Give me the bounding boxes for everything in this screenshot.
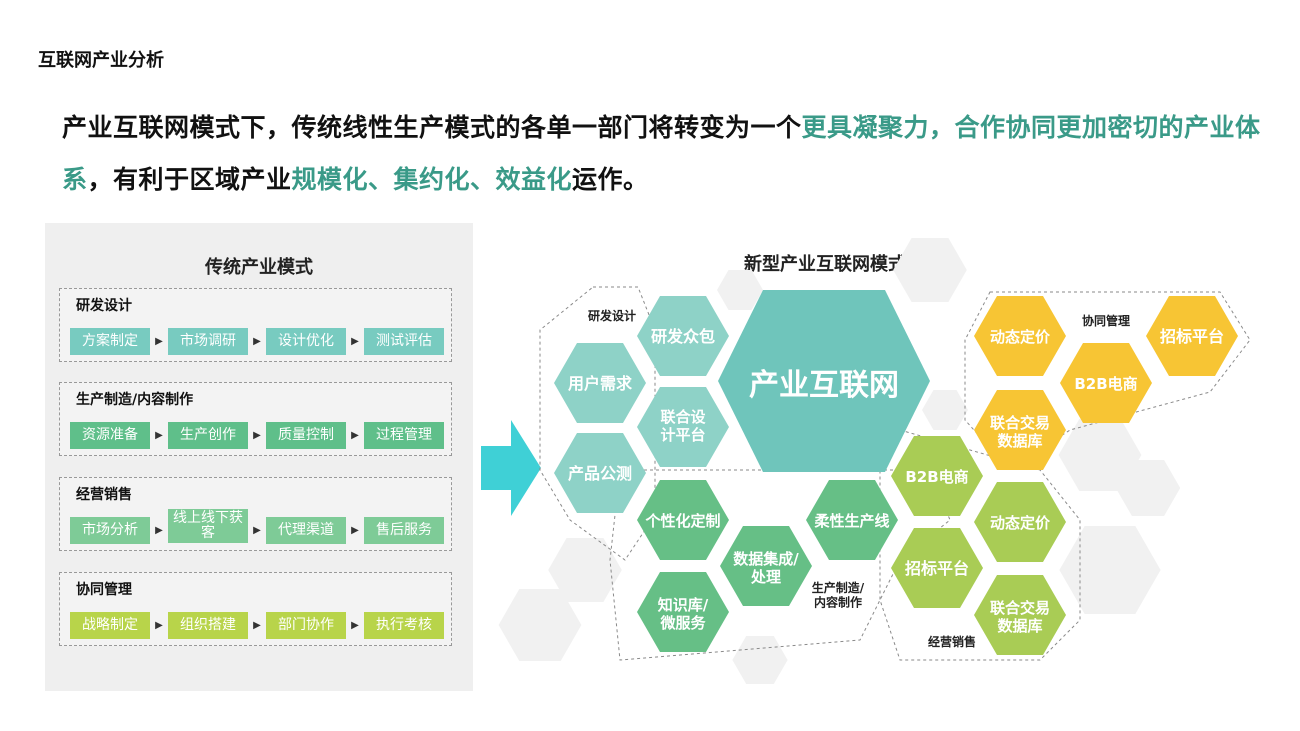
bg-hex bbox=[893, 238, 967, 302]
group-label: 经营销售 bbox=[76, 487, 132, 503]
step-flow: 战略制定 ▶ 组织搭建 ▶ 部门协作 ▶ 执行考核 bbox=[70, 612, 444, 639]
bg-hex bbox=[732, 636, 788, 684]
group-sales: 经营销售 市场分析 ▶ 线上线下获客 ▶ 代理渠道 ▶ 售后服务 bbox=[59, 477, 452, 551]
arrow-right-icon: ▶ bbox=[155, 430, 163, 441]
step-box: 测试评估 bbox=[364, 328, 444, 355]
hex-label: 动态定价 bbox=[990, 328, 1051, 346]
hex-shape bbox=[718, 290, 930, 472]
step-box: 战略制定 bbox=[70, 612, 150, 639]
cluster-label-rd: 研发设计 bbox=[588, 308, 636, 323]
hex-sales-bidding: 招标平台 bbox=[891, 528, 983, 608]
headline-part1: 产业互联网模式下，传统线性生产模式的各单一部门将转变为一个 bbox=[62, 113, 802, 142]
step-box: 售后服务 bbox=[364, 517, 444, 544]
step-box: 生产创作 bbox=[168, 422, 248, 449]
hex-label: 联合设计平台 bbox=[660, 408, 705, 444]
arrow-right-icon: ▶ bbox=[253, 430, 261, 441]
hex-label: 产业互联网 bbox=[749, 368, 899, 403]
bg-hex bbox=[922, 390, 968, 430]
hex-rd-crowd: 研发众包 bbox=[637, 296, 729, 376]
traditional-model-title: 传统产业模式 bbox=[205, 257, 313, 278]
bg-hex bbox=[1059, 526, 1161, 614]
cluster-label-production: 生产制造/内容制作 bbox=[812, 580, 865, 609]
arrow-right-icon: ▶ bbox=[253, 525, 261, 536]
hex-collab-exchange: 联合交易数据库 bbox=[974, 390, 1066, 470]
step-box: 资源准备 bbox=[70, 422, 150, 449]
step-box: 部门协作 bbox=[266, 612, 346, 639]
step-flow: 市场分析 ▶ 线上线下获客 ▶ 代理渠道 ▶ 售后服务 bbox=[70, 508, 444, 544]
step-box: 市场分析 bbox=[70, 517, 150, 544]
hex-label: 招标平台 bbox=[905, 559, 969, 578]
hex-user-demand: 用户需求 bbox=[554, 343, 646, 423]
step-box: 方案制定 bbox=[70, 328, 150, 355]
traditional-model-panel: 传统产业模式 研发设计 方案制定 ▶ 市场调研 ▶ 设计优化 ▶ 测试评估 生产… bbox=[45, 223, 473, 691]
step-box: 市场调研 bbox=[168, 328, 248, 355]
step-box: 过程管理 bbox=[364, 422, 444, 449]
hex-sales-b2b: B2B电商 bbox=[891, 436, 983, 516]
headline-highlight1: 更具凝聚力，合作协同更加密切的产业体系 bbox=[62, 113, 1261, 194]
arrow-right-icon: ▶ bbox=[351, 525, 359, 536]
hex-collab-bidding: 招标平台 bbox=[1146, 296, 1238, 376]
hex-sales-pricing: 动态定价 bbox=[974, 482, 1066, 562]
hex-flexible-line: 柔性生产线 bbox=[806, 480, 898, 560]
cluster-outline-rd bbox=[539, 286, 656, 561]
hex-sales-exchange: 联合交易数据库 bbox=[974, 575, 1066, 655]
hex-label: 数据集成/处理 bbox=[733, 550, 799, 586]
hex-label: 研发众包 bbox=[651, 327, 715, 346]
step-box: 线上线下获客 bbox=[168, 508, 248, 543]
cluster-label-collab: 协同管理 bbox=[1082, 313, 1130, 328]
hex-label: 招标平台 bbox=[1160, 327, 1224, 346]
headline: 产业互联网模式下，传统线性生产模式的各单一部门将转变为一个更具凝聚力，合作协同更… bbox=[62, 102, 1277, 206]
hex-product-test: 产品公测 bbox=[554, 433, 646, 513]
step-flow: 资源准备 ▶ 生产创作 ▶ 质量控制 ▶ 过程管理 bbox=[70, 422, 444, 449]
hex-center: 产业互联网 bbox=[718, 290, 930, 472]
hex-collab-b2b: B2B电商 bbox=[1060, 343, 1152, 423]
page-title: 互联网产业分析 bbox=[38, 50, 164, 71]
group-label: 研发设计 bbox=[76, 298, 132, 314]
arrow-right-icon: ▶ bbox=[155, 336, 163, 347]
hex-personalized: 个性化定制 bbox=[637, 480, 729, 560]
transition-arrow-icon bbox=[481, 420, 541, 516]
arrow-right-icon: ▶ bbox=[351, 620, 359, 631]
group-label: 协同管理 bbox=[76, 582, 132, 598]
hex-knowledge: 知识库/微服务 bbox=[637, 572, 729, 652]
hex-label: 个性化定制 bbox=[644, 512, 720, 530]
step-box: 执行考核 bbox=[364, 612, 444, 639]
step-box: 组织搭建 bbox=[168, 612, 248, 639]
arrow-right-icon: ▶ bbox=[253, 336, 261, 347]
hex-joint-design: 联合设计平台 bbox=[637, 387, 729, 467]
step-flow: 方案制定 ▶ 市场调研 ▶ 设计优化 ▶ 测试评估 bbox=[70, 328, 444, 355]
internet-model-title: 新型产业互联网模式 bbox=[744, 254, 906, 275]
hex-label: 联合交易数据库 bbox=[990, 599, 1050, 635]
hex-label: 联合交易数据库 bbox=[990, 414, 1050, 450]
hex-label: B2B电商 bbox=[905, 468, 968, 486]
hex-label: B2B电商 bbox=[1074, 375, 1137, 393]
group-production: 生产制造/内容制作 资源准备 ▶ 生产创作 ▶ 质量控制 ▶ 过程管理 bbox=[59, 382, 452, 456]
headline-highlight2: 规模化、集约化、效益化 bbox=[291, 165, 573, 194]
hex-label: 知识库/微服务 bbox=[658, 596, 709, 632]
step-box: 质量控制 bbox=[266, 422, 346, 449]
hex-data-integration: 数据集成/处理 bbox=[720, 526, 812, 606]
step-box: 代理渠道 bbox=[266, 517, 346, 544]
hex-label: 柔性生产线 bbox=[814, 512, 889, 530]
hex-label: 产品公测 bbox=[568, 464, 632, 483]
step-box: 设计优化 bbox=[266, 328, 346, 355]
arrow-right-icon: ▶ bbox=[351, 430, 359, 441]
headline-part2: ，有利于区域产业 bbox=[87, 165, 292, 194]
hex-collab-pricing: 动态定价 bbox=[974, 296, 1066, 376]
arrow-right-icon: ▶ bbox=[155, 620, 163, 631]
hex-label: 动态定价 bbox=[990, 514, 1051, 532]
hex-label: 用户需求 bbox=[568, 374, 633, 393]
group-label: 生产制造/内容制作 bbox=[76, 392, 194, 408]
arrow-right-icon: ▶ bbox=[253, 620, 261, 631]
arrow-right-icon: ▶ bbox=[351, 336, 359, 347]
cluster-outline-collab bbox=[964, 291, 1251, 471]
cluster-label-sales: 经营销售 bbox=[928, 634, 976, 649]
headline-part3: 运作。 bbox=[572, 165, 649, 194]
group-collab: 协同管理 战略制定 ▶ 组织搭建 ▶ 部门协作 ▶ 执行考核 bbox=[59, 572, 452, 646]
arrow-right-icon: ▶ bbox=[155, 525, 163, 536]
group-rd: 研发设计 方案制定 ▶ 市场调研 ▶ 设计优化 ▶ 测试评估 bbox=[59, 288, 452, 362]
